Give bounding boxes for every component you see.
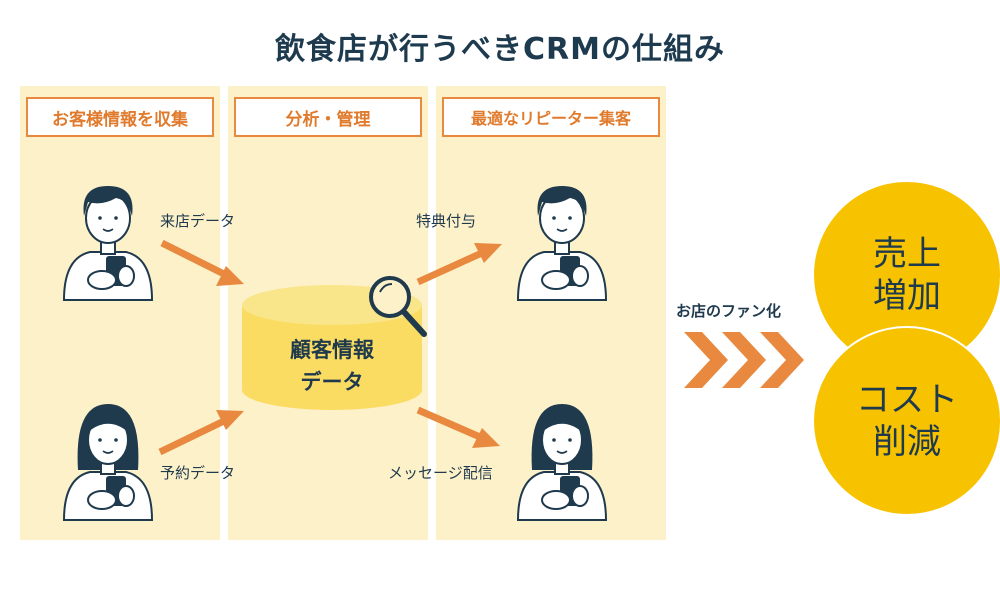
arrow-special-offer xyxy=(416,243,502,286)
customer-man-left xyxy=(63,185,153,301)
result-cost-line2: 削減 xyxy=(873,422,941,462)
chevron-right-icon xyxy=(684,332,728,388)
customer-man-right xyxy=(517,185,607,301)
column-header-analyze: 分析・管理 xyxy=(234,97,422,137)
column-header-collect: お客様情報を収集 xyxy=(26,97,214,137)
database-label: 顧客情報 データ xyxy=(250,334,414,398)
customer-woman-right xyxy=(517,403,607,521)
customer-woman-left xyxy=(63,403,153,521)
label-special-offer: 特典付与 xyxy=(416,212,477,230)
result-sales-line1: 売上 xyxy=(873,234,941,274)
fan-label: お店のファン化 xyxy=(676,302,782,320)
database-label-line1: 顧客情報 xyxy=(290,338,374,362)
magnifier-icon xyxy=(369,276,427,337)
column-header-attract: 最適なリピーター集客 xyxy=(442,97,660,137)
chevron-right-icon xyxy=(722,332,766,388)
result-sales-line2: 増加 xyxy=(873,276,941,316)
arrow-visit xyxy=(160,239,244,286)
arrow-message xyxy=(416,406,500,448)
chevron-right-icon xyxy=(760,332,804,388)
database-label-line2: データ xyxy=(300,370,364,394)
result-cost-line1: コスト xyxy=(856,380,958,420)
label-message-delivery: メッセージ配信 xyxy=(388,464,493,482)
arrow-reservation xyxy=(158,410,244,456)
label-visit-data: 来店データ xyxy=(160,212,236,230)
page-title: 飲食店が行うべきCRMの仕組み xyxy=(275,32,725,67)
label-reservation-data: 予約データ xyxy=(160,464,236,482)
result-cost-reduction: コスト 削減 xyxy=(812,326,1000,516)
